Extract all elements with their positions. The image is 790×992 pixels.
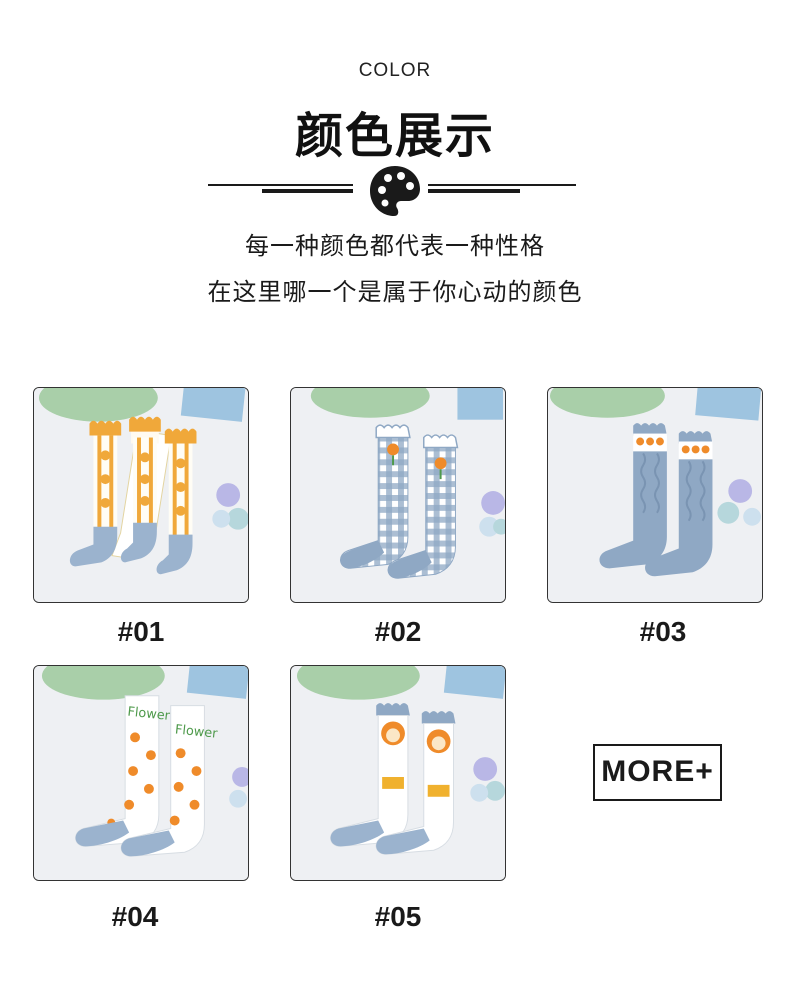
white-orange-flower-socks-image: Flower Flower: [34, 666, 248, 880]
blue-cable-knit-tulip-socks-image: [548, 388, 762, 602]
more-button[interactable]: MORE+: [593, 744, 722, 801]
sock-text-1: Flower: [127, 705, 172, 724]
palette-icon: [368, 164, 422, 218]
orange-flower-stripe-socks-image: [34, 388, 248, 602]
blue-gingham-tulip-socks-image: [291, 388, 505, 602]
description-line-1: 每一种颜色都代表一种性格: [245, 232, 545, 260]
description-line-2: 在这里哪一个是属于你心动的颜色: [207, 278, 583, 306]
product-card-03[interactable]: [547, 387, 763, 603]
page-title: 颜色展示: [294, 108, 495, 164]
product-card-01[interactable]: [33, 387, 249, 603]
product-label-01: #01: [117, 616, 165, 647]
product-card-02[interactable]: [290, 387, 506, 603]
subtitle-en: COLOR: [358, 60, 432, 81]
product-card-05[interactable]: [290, 665, 506, 881]
product-label-05: #05: [374, 901, 422, 932]
title-divider: [0, 162, 790, 216]
product-label-02: #02: [374, 616, 422, 647]
product-label-04: #04: [111, 901, 159, 932]
product-label-03: #03: [639, 616, 687, 647]
sock-text-2: Flower: [174, 722, 219, 741]
white-orange-face-flower-socks-image: [291, 666, 505, 880]
product-card-04[interactable]: Flower Flower: [33, 665, 249, 881]
